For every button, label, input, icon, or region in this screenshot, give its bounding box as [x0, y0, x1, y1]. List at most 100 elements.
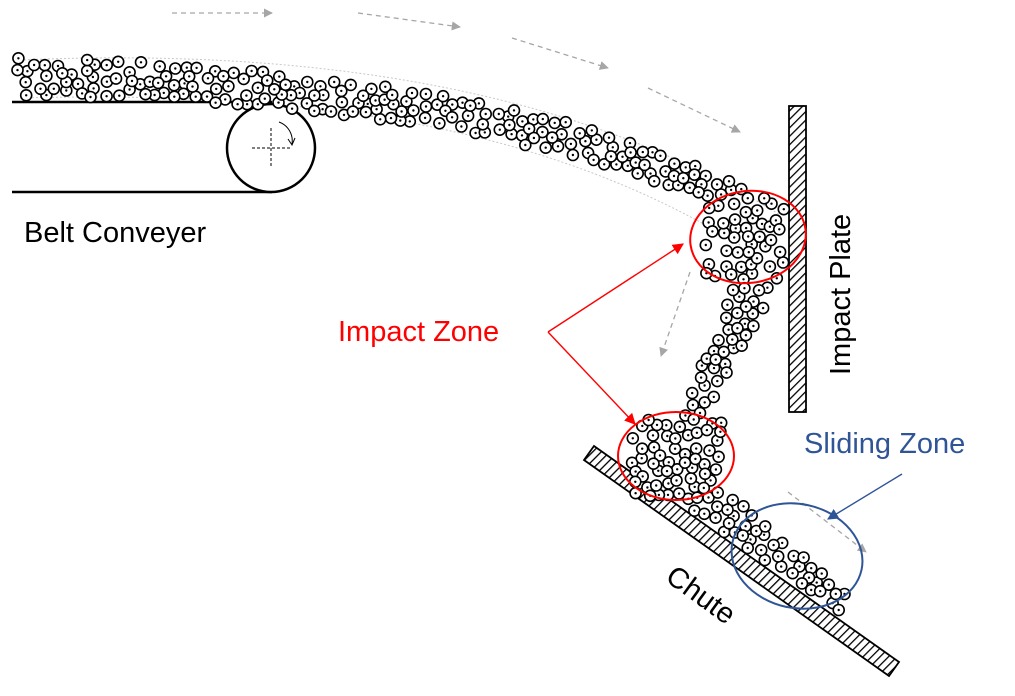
particle-core — [778, 250, 782, 254]
particle-core — [689, 477, 693, 480]
particle-core — [740, 265, 743, 269]
particle-core — [389, 116, 393, 120]
particle-core — [717, 455, 720, 458]
particle-core — [313, 94, 316, 97]
particle-core — [289, 94, 293, 97]
particle-core — [655, 423, 659, 427]
particle-core — [405, 100, 408, 103]
particle-core — [586, 151, 590, 155]
particle-core — [707, 221, 710, 224]
particle-core — [400, 110, 403, 113]
particle-core — [651, 151, 654, 154]
particle-core — [349, 83, 352, 87]
particle-core — [729, 188, 733, 192]
particle-core — [278, 75, 281, 78]
particle-core — [273, 88, 276, 91]
particle-core — [772, 543, 775, 547]
particle-core — [227, 85, 230, 88]
particle-core — [139, 83, 142, 86]
particle-core — [730, 273, 733, 276]
particle-core — [236, 103, 239, 106]
particle-core — [750, 263, 753, 266]
particle-core — [375, 108, 378, 111]
particle-core — [144, 93, 147, 96]
particle-core — [687, 434, 690, 437]
particle-core — [569, 142, 573, 146]
particle-core — [532, 136, 536, 140]
particle-core — [744, 226, 748, 230]
particle-core — [263, 97, 266, 100]
particle-core — [800, 582, 804, 585]
chute — [582, 444, 901, 678]
particle-core — [634, 161, 637, 164]
particle-core — [684, 414, 687, 417]
particle-core — [603, 163, 606, 166]
particle-core — [709, 479, 712, 482]
particle-core — [802, 556, 805, 559]
particle-core — [762, 533, 766, 536]
particle-core — [215, 87, 218, 91]
particle-core — [672, 174, 676, 178]
particle-core — [340, 89, 343, 93]
particle-core — [139, 61, 143, 64]
particle-core — [450, 116, 454, 119]
particle-core — [512, 109, 516, 112]
particle-core — [820, 572, 823, 575]
particle-core — [460, 125, 463, 128]
particle-core — [571, 153, 575, 157]
particle-core — [711, 230, 714, 233]
impact-zones — [617, 189, 807, 501]
particle-core — [764, 245, 767, 248]
particle-core — [188, 75, 191, 78]
particle-core — [652, 462, 655, 465]
particle-core — [714, 358, 717, 361]
particle-core — [205, 95, 209, 98]
particle-core — [640, 457, 643, 460]
particle-core — [636, 172, 639, 175]
particle-core — [651, 434, 655, 437]
particle-core — [667, 482, 670, 485]
particle-core — [819, 590, 822, 593]
particle-core — [717, 204, 720, 207]
particle-core — [742, 505, 745, 508]
particle-core — [691, 391, 694, 395]
particle-core — [16, 68, 19, 72]
particle-core — [93, 63, 96, 66]
particle-core — [461, 101, 464, 104]
particle-core — [173, 95, 176, 98]
particle-core — [744, 334, 748, 337]
belt-conveyer-label: Belt Conveyer — [24, 217, 206, 249]
particle-core — [185, 66, 188, 69]
particle-core — [764, 525, 767, 528]
particle-core — [688, 186, 691, 189]
particle-core — [751, 312, 754, 315]
particle-core — [810, 567, 813, 570]
particle-core — [524, 143, 527, 147]
sliding-zone-label: Sliding Zone — [804, 428, 965, 460]
particle-core — [781, 541, 784, 545]
belt-conveyer — [12, 100, 317, 194]
particle-core — [744, 525, 747, 528]
particle-core — [736, 251, 739, 254]
particle-core — [507, 115, 510, 118]
particle-core — [834, 592, 837, 596]
particle-core — [740, 344, 743, 347]
particle-core — [777, 555, 780, 558]
particle-core — [643, 163, 646, 167]
particle-core — [704, 174, 707, 178]
particle-core — [477, 102, 481, 105]
particle-core — [191, 85, 194, 88]
particle-core — [757, 289, 761, 292]
particle-core — [222, 75, 225, 78]
particle-core — [91, 75, 95, 79]
particle-core — [105, 95, 108, 98]
particle-core — [305, 102, 309, 105]
particle-core — [798, 565, 801, 568]
particle-core — [677, 492, 681, 495]
particle-core — [469, 104, 472, 107]
particle-core — [564, 121, 567, 124]
particle-core — [675, 479, 678, 482]
particle-core — [611, 146, 614, 149]
particle-core — [128, 71, 131, 74]
